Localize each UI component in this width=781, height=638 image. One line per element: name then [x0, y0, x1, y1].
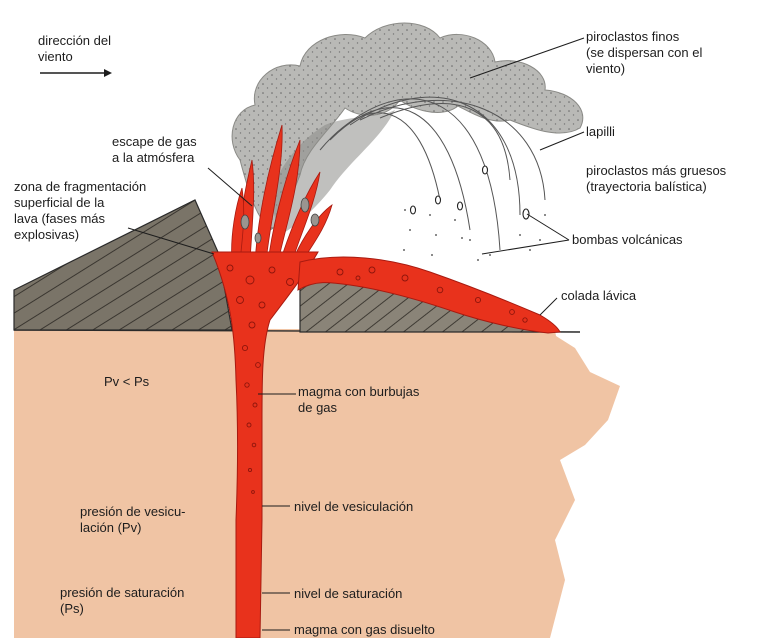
wind-line2: viento [38, 49, 111, 65]
vesiculation-pressure-label: presión de vesicu- lación (Pv) [80, 504, 186, 536]
bubbles-label: magma con burbujas de gas [298, 384, 419, 416]
vesiculation-pressure-line2: lación (Pv) [80, 520, 186, 536]
gas-escape-label: escape de gas a la atmósfera [112, 134, 197, 166]
saturation-pressure-line2: (Ps) [60, 601, 184, 617]
dissolved-gas-label: magma con gas disuelto [294, 622, 435, 638]
fine-pyroclasts-label: piroclastos finos (se dispersan con el v… [586, 29, 702, 77]
coarse-pyroclasts-line1: piroclastos más gruesos [586, 163, 726, 179]
bubbles-line2: de gas [298, 400, 419, 416]
lava-flow-label: colada lávica [561, 288, 636, 304]
fine-pyroclasts-line1: piroclastos finos [586, 29, 702, 45]
saturation-level-label: nivel de saturación [294, 586, 402, 602]
arrow-right-icon [40, 69, 112, 77]
saturation-pressure-label: presión de saturación (Ps) [60, 585, 184, 617]
fragmentation-line3: lava (fases más [14, 211, 146, 227]
gas-escape-line2: a la atmósfera [112, 150, 197, 166]
pressure-relation-label: Pv < Ps [104, 374, 149, 390]
bubbles-line1: magma con burbujas [298, 384, 419, 400]
fragmentation-line4: explosivas) [14, 227, 146, 243]
wind-line1: dirección del [38, 33, 111, 49]
wind-direction-label: dirección del viento [38, 33, 111, 65]
fragmentation-line1: zona de fragmentación [14, 179, 146, 195]
fragmentation-line2: superficial de la [14, 195, 146, 211]
lapilli-label: lapilli [586, 124, 615, 140]
gas-escape-line1: escape de gas [112, 134, 197, 150]
saturation-pressure-line1: presión de saturación [60, 585, 184, 601]
volcanic-bombs-label: bombas volcánicas [572, 232, 683, 248]
fragmentation-zone-label: zona de fragmentación superficial de la … [14, 179, 146, 243]
coarse-pyroclasts-line2: (trayectoria balística) [586, 179, 726, 195]
fine-pyroclasts-line3: viento) [586, 61, 702, 77]
vesiculation-pressure-line1: presión de vesicu- [80, 504, 186, 520]
fine-pyroclasts-line2: (se dispersan con el [586, 45, 702, 61]
coarse-pyroclasts-label: piroclastos más gruesos (trayectoria bal… [586, 163, 726, 195]
volcanic-bombs [411, 166, 530, 219]
vesiculation-level-label: nivel de vesiculación [294, 499, 413, 515]
